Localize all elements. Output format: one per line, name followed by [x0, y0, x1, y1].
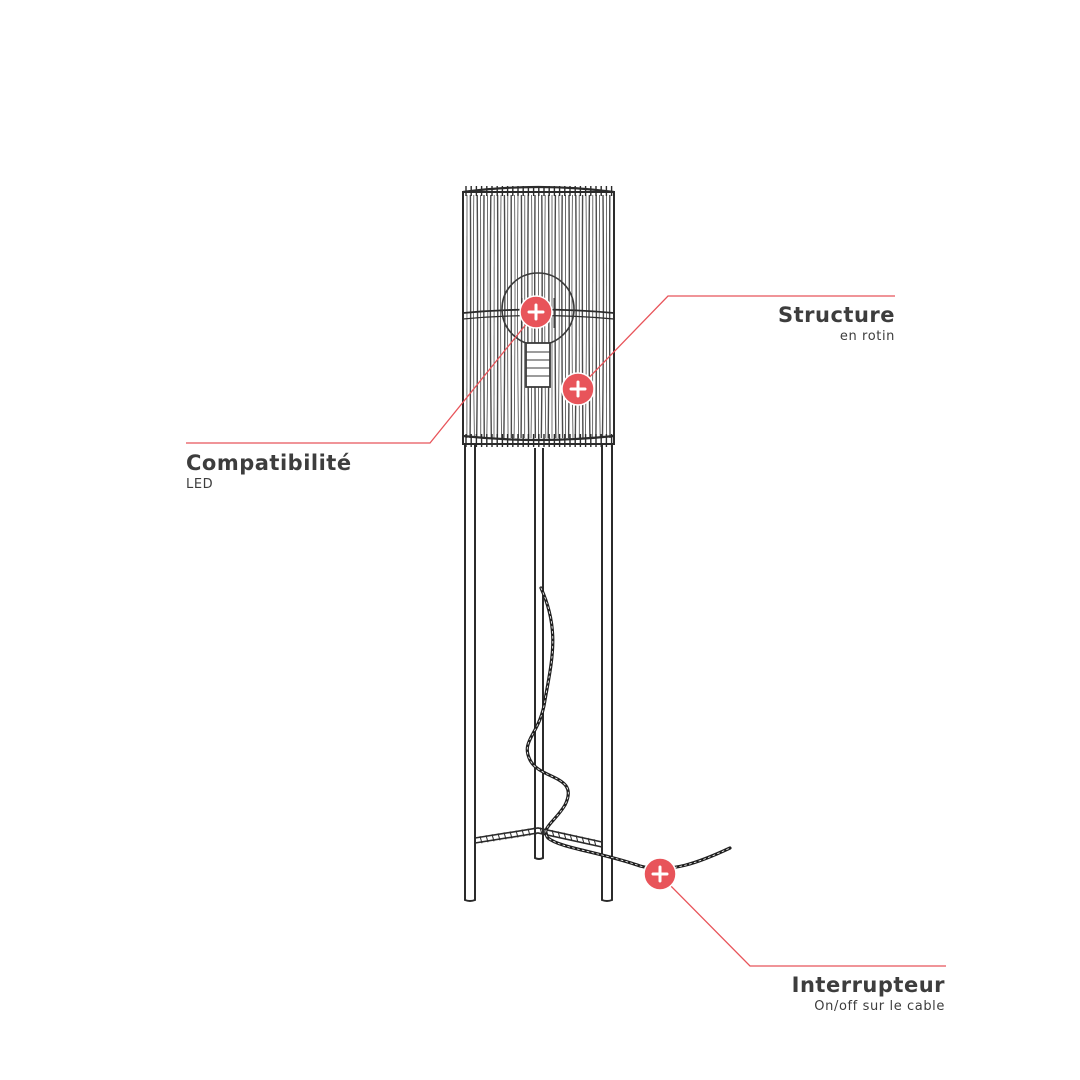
plus-icon [651, 865, 669, 883]
annotation-structure: Structure en rotin [778, 302, 895, 346]
lamp-base-brace-ties [479, 827, 597, 847]
hotspot-structure[interactable] [561, 372, 595, 406]
annotation-title: Interrupteur [791, 973, 945, 997]
callout-line-structure [577, 295, 895, 390]
floor-lamp [462, 185, 732, 902]
lamp-legs [464, 352, 613, 902]
hotspot-compatibilite[interactable] [519, 295, 553, 329]
annotation-interrupteur: Interrupteur On/off sur le cable [792, 972, 945, 1016]
power-cable [525, 586, 732, 871]
annotation-subtitle: en rotin [839, 329, 895, 344]
annotation-title: Compatibilité [186, 451, 352, 475]
annotation-title: Structure [777, 303, 895, 327]
plus-icon [527, 303, 545, 321]
annotation-subtitle: On/off sur le cable [814, 999, 945, 1014]
lamp-base-braces [474, 827, 603, 848]
callout-line-interrupteur [659, 874, 946, 967]
callout-lines [186, 295, 946, 967]
plus-icon [569, 380, 587, 398]
hotspot-interrupteur[interactable] [643, 857, 677, 891]
annotation-subtitle: LED [186, 477, 214, 492]
callout-line-compatibilite [186, 311, 537, 444]
annotation-compatibilite: Compatibilité LED [186, 450, 352, 494]
